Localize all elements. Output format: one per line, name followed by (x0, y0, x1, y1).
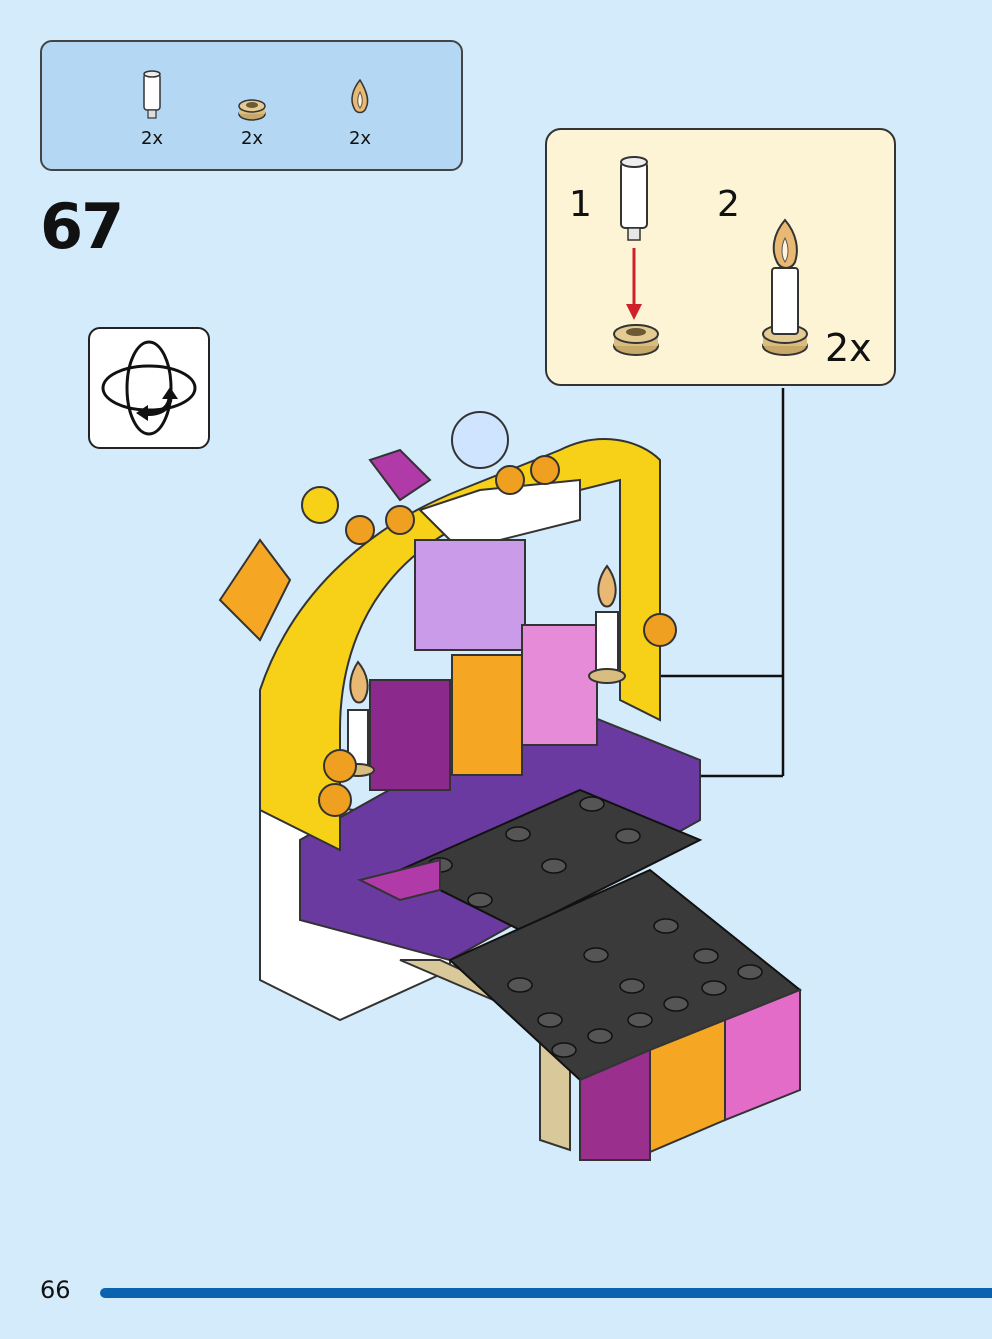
parts-list: 2x 2x 2x (40, 40, 463, 171)
part-flame: 2x (330, 66, 390, 156)
white-bar-icon (143, 70, 161, 119)
part-qty: 2x (240, 128, 264, 149)
model-illustration (218, 411, 802, 1161)
white-bar-icon (620, 156, 648, 241)
part-qty: 2x (348, 128, 372, 149)
tan-plate-icon (613, 324, 659, 356)
part-tan-plate: 2x (222, 66, 282, 156)
rotate-indicator (88, 327, 210, 449)
candle-icon (762, 218, 808, 356)
rotate-model-icon (101, 340, 197, 436)
tan-plate-icon (238, 99, 266, 121)
callout-illustration (613, 156, 808, 356)
page-progress-bar (100, 1288, 992, 1298)
part-white-bar: 2x (122, 66, 182, 156)
callout-quantity: 2x (825, 326, 872, 370)
candle-icon (341, 660, 375, 777)
substep-2-label: 2 (717, 184, 740, 225)
sub-assembly-callout: 1 2 2x (545, 128, 896, 386)
page-number: 66 (40, 1276, 71, 1304)
substep-1-label: 1 (569, 184, 592, 225)
candle-icon (588, 564, 626, 684)
part-qty: 2x (140, 128, 164, 149)
flame-icon (351, 78, 369, 114)
step-number: 67 (40, 190, 124, 263)
